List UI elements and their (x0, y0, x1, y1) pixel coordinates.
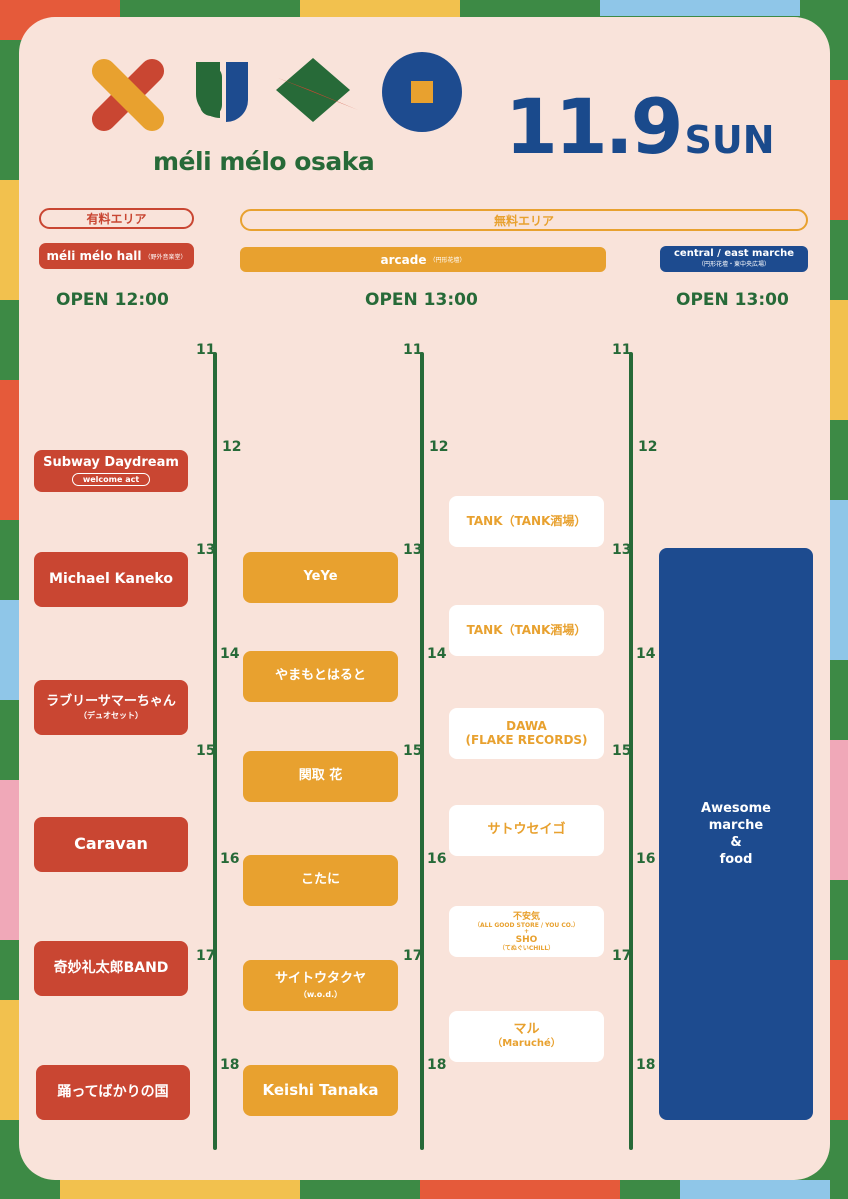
artist-name: DAWA (506, 718, 547, 733)
artist-name: マル (513, 1022, 540, 1038)
venue-arcade: arcade（円形花壇） (240, 247, 606, 272)
open-time-arcade: OPEN 13:00 (365, 290, 478, 310)
artist-sub: （ALL GOOD STORE / YOU CO.） (473, 921, 580, 929)
artist-sub-2: （てぬぐいCHILL） (498, 944, 555, 952)
venue-central-sub: （円形花壇・東中央広場） (697, 261, 770, 268)
artist-name: 踊ってばかりの国 (57, 1084, 169, 1101)
dj-slot: マル （Maruché） (449, 1011, 604, 1062)
marche-line: marche (708, 818, 764, 833)
artist-name: Michael Kaneko (49, 571, 173, 588)
venue-central-name: central / east marche (673, 248, 794, 259)
arcade-slot: Keishi Tanaka (243, 1065, 398, 1116)
hall-slot: ラブリーサマーちゃん （デュオセット） (34, 680, 188, 735)
marche-line: food (719, 852, 753, 867)
marche-line: Awesome (701, 801, 771, 816)
hour-label: 13 (612, 542, 632, 558)
hall-slot: 奇妙礼太郎BAND (34, 941, 188, 996)
artist-name: Subway Daydream (43, 455, 179, 471)
arcade-slot: 関取 花 (243, 751, 398, 802)
artist-name-2: SHO (515, 934, 538, 945)
arcade-slot: やまもとはると (243, 651, 398, 702)
hour-label: 11 (612, 342, 632, 358)
venue-hall-sub: （野外音楽堂） (144, 253, 187, 261)
artist-name: サイトウタクヤ (274, 970, 366, 986)
venue-central: central / east marche （円形花壇・東中央広場） (660, 246, 808, 272)
timeline-arcade (420, 352, 424, 1150)
hall-slot: Michael Kaneko (34, 552, 188, 607)
open-time-hall: OPEN 12:00 (56, 290, 169, 310)
artist-tag: welcome act (71, 472, 151, 486)
artist-name: ラブリーサマーちゃん (46, 693, 176, 709)
hall-slot: 踊ってばかりの国 (36, 1065, 190, 1120)
free-area-label: 無料エリア (240, 209, 808, 231)
hour-label: 11 (403, 342, 423, 358)
hour-label: 12 (429, 439, 449, 455)
hour-label: 13 (196, 542, 216, 558)
hour-label: 17 (612, 948, 632, 964)
arcade-slot: こたに (243, 855, 398, 906)
dj-slot: TANK（TANK酒場） (449, 496, 604, 547)
artist-name: 奇妙礼太郎BAND (53, 960, 169, 977)
artist-name: TANK（TANK酒場） (466, 622, 587, 637)
artist-name: TANK（TANK酒場） (466, 513, 587, 528)
artist-tag: （デュオセット） (79, 710, 143, 720)
hour-label: 18 (636, 1057, 656, 1073)
arcade-slot: サイトウタクヤ （w.o.d.） (243, 960, 398, 1011)
weekday: SUN (684, 118, 775, 162)
hour-label: 13 (403, 542, 423, 558)
date-number: 11.9 (505, 82, 684, 171)
venue-hall: méli mélo hall（野外音楽堂） (39, 243, 194, 269)
artist-name: Caravan (74, 834, 148, 854)
hour-label: 12 (638, 439, 658, 455)
hour-label: 14 (636, 646, 656, 662)
artist-name: 不安気 (512, 911, 540, 922)
venue-arcade-name: arcade (380, 252, 427, 267)
timeline-hall (213, 352, 217, 1150)
venue-hall-name: méli mélo hall (46, 249, 142, 263)
hour-label: 18 (427, 1057, 447, 1073)
venue-arcade-sub: （円形花壇） (429, 257, 466, 264)
artist-name: こたに (300, 872, 340, 888)
hour-label: 17 (196, 948, 216, 964)
marche-line: & (730, 835, 742, 850)
artist-name: やまもとはると (275, 668, 366, 684)
hour-label: 17 (403, 948, 423, 964)
artist-tag: (FLAKE RECORDS) (465, 732, 588, 747)
dj-slot: DAWA (FLAKE RECORDS) (449, 708, 604, 759)
hour-label: 11 (196, 342, 216, 358)
hour-label: 16 (427, 851, 447, 867)
dj-slot: 不安気 （ALL GOOD STORE / YOU CO.） + SHO （てぬ… (449, 906, 604, 957)
artist-plus: + (523, 927, 530, 935)
hour-label: 15 (196, 743, 216, 759)
hall-slot: Caravan (34, 817, 188, 872)
dj-slot: TANK（TANK酒場） (449, 605, 604, 656)
arcade-slot: YeYe (243, 552, 398, 603)
hour-label: 16 (220, 851, 240, 867)
awesome-marche-block: Awesome marche & food (659, 548, 813, 1120)
artist-name: 関取 花 (298, 768, 343, 784)
hall-slot: Subway Daydream welcome act (34, 450, 188, 492)
paid-area-label: 有料エリア (39, 208, 194, 229)
artist-tag: （w.o.d.） (298, 989, 343, 999)
hour-label: 12 (222, 439, 242, 455)
hour-label: 14 (427, 646, 447, 662)
artist-name: サトウセイゴ (487, 822, 566, 838)
artist-name: Keishi Tanaka (262, 1080, 379, 1099)
dj-slot: サトウセイゴ (449, 805, 604, 856)
hour-label: 15 (612, 743, 632, 759)
artist-name: YeYe (303, 569, 338, 585)
brand-name: méli mélo osaka (153, 147, 375, 176)
hour-label: 14 (220, 646, 240, 662)
timeline-central (629, 352, 633, 1150)
hour-label: 18 (220, 1057, 240, 1073)
open-time-central: OPEN 13:00 (676, 290, 789, 310)
artist-tag: （Maruché） (492, 1038, 561, 1050)
meli-melo-logo (91, 52, 462, 132)
hour-label: 15 (403, 743, 423, 759)
hour-label: 16 (636, 851, 656, 867)
